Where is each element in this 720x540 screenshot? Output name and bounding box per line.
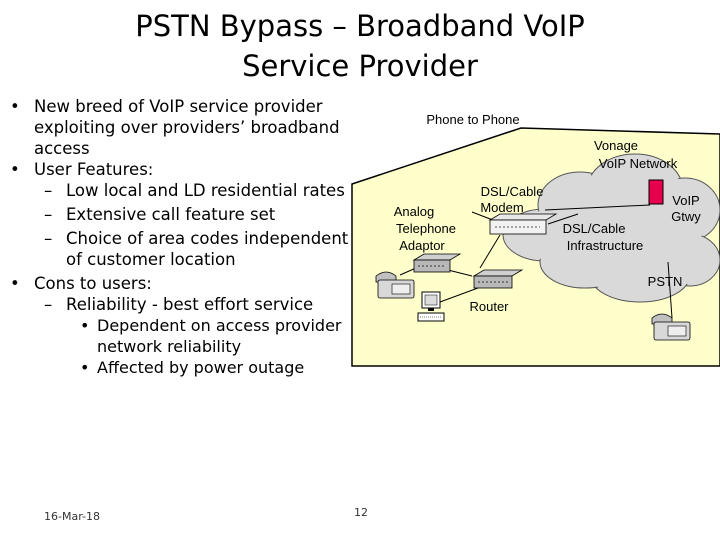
sub-bullet-item: Reliability - best effort service bbox=[8, 294, 353, 315]
bullet-item: User Features: bbox=[8, 159, 353, 180]
title-line-1: PSTN Bypass – Broadband VoIP bbox=[135, 9, 585, 43]
gateway-label-1: VoIP bbox=[672, 193, 699, 208]
bullet-item: Cons to users: bbox=[8, 273, 353, 294]
sub-sub-bullet-item: Dependent on access provider network rel… bbox=[8, 315, 353, 357]
vonage-label-2: VoIP Network bbox=[599, 156, 678, 171]
infrastructure-label-1: DSL/Cable bbox=[563, 221, 626, 236]
sub-bullet-item: Choice of area codes independent of cust… bbox=[8, 228, 353, 270]
voip-gateway-icon bbox=[648, 179, 664, 205]
computer-icon bbox=[417, 291, 445, 322]
sub-sub-bullet-item: Affected by power outage bbox=[8, 357, 353, 378]
telephone-icon bbox=[375, 271, 415, 299]
adaptor-label-3: Adaptor bbox=[399, 238, 445, 253]
title-line-2: Service Provider bbox=[242, 49, 478, 83]
footer-date: 16-Mar-18 bbox=[44, 510, 100, 523]
slide-title: PSTN Bypass – Broadband VoIP Service Pro… bbox=[0, 6, 720, 86]
infrastructure-label-2: Infrastructure bbox=[567, 238, 644, 253]
modem-icon bbox=[488, 213, 558, 235]
adaptor-label-2: Telephone bbox=[396, 221, 456, 236]
adaptor-icon bbox=[412, 253, 462, 273]
router-label: Router bbox=[469, 299, 509, 314]
sub-bullet-item: Low local and LD residential rates bbox=[8, 180, 353, 201]
phone-to-phone-label: Phone to Phone bbox=[426, 112, 519, 127]
page-number: 12 bbox=[354, 506, 368, 519]
adaptor-label-1: Analog bbox=[394, 204, 434, 219]
pstn-label: PSTN bbox=[648, 274, 683, 289]
pstn-telephone-icon bbox=[651, 313, 691, 341]
modem-label-2: Modem bbox=[480, 200, 523, 215]
modem-label-1: DSL/Cable bbox=[481, 184, 544, 199]
connection-lines bbox=[399, 204, 673, 319]
bullet-item: New breed of VoIP service provider explo… bbox=[8, 96, 353, 159]
bullet-list: New breed of VoIP service provider explo… bbox=[8, 96, 353, 378]
vonage-label-1: Vonage bbox=[594, 138, 638, 153]
router-icon bbox=[472, 269, 524, 289]
gateway-label-2: Gtwy bbox=[671, 209, 701, 224]
sub-bullet-item: Extensive call feature set bbox=[8, 204, 353, 225]
